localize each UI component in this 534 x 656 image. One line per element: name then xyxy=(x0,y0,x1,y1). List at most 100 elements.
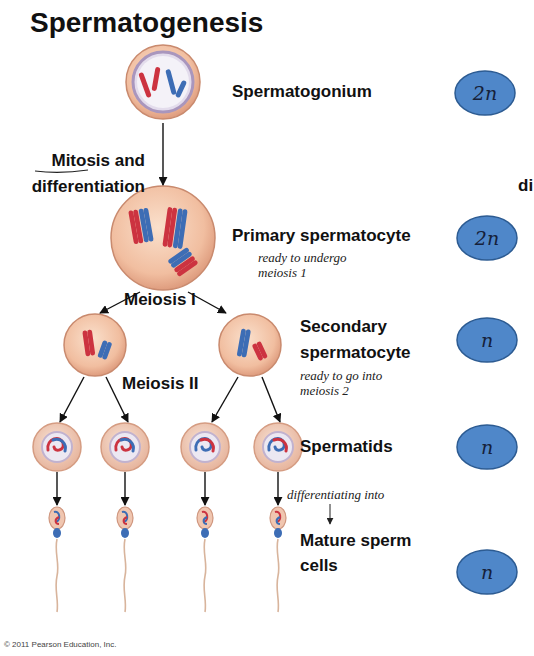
stage-label: Mature sperm cells xyxy=(300,528,430,578)
handwritten-note: differentiating into xyxy=(287,487,447,502)
diagram-title: Spermatogenesis xyxy=(30,6,263,40)
stage-label: Spermatogonium xyxy=(232,82,432,102)
secondary-spermatocyte-cell-part xyxy=(219,314,281,376)
spermatogonium-cell-part xyxy=(151,67,160,92)
primary-spermatocyte-cell xyxy=(111,186,215,290)
secondary-spermatocyte-cell-part xyxy=(82,329,95,356)
sperm-cell xyxy=(270,507,286,612)
spermatogonium-cell-part xyxy=(138,72,152,98)
copyright-notice: © 2011 Pearson Education, Inc. xyxy=(4,640,224,650)
secondary-spermatocyte-cell-part-part xyxy=(241,329,251,357)
sperm-cell-part xyxy=(201,528,209,538)
spermatogonium-cell xyxy=(126,45,200,119)
stage-label: Primary spermatocyte xyxy=(232,226,447,246)
handwritten-note: ready to go into meiosis 2 xyxy=(300,368,400,398)
cropped-text: di xyxy=(518,176,534,196)
spermatid-cell xyxy=(181,423,229,471)
primary-spermatocyte-cell-part xyxy=(111,186,215,290)
sperm-cell-part xyxy=(277,517,280,524)
stage-arrow xyxy=(163,123,164,185)
arrow-line xyxy=(262,377,280,422)
primary-spermatocyte-cell-part xyxy=(128,208,154,245)
secondary-spermatocyte-cell-part xyxy=(237,328,251,357)
secondary-spermatocyte-cell-part xyxy=(97,340,112,360)
spermatid-cell-part xyxy=(53,439,65,451)
spermatogonium-cell-part xyxy=(137,56,189,108)
secondary-spermatocyte-cell-part xyxy=(64,314,126,376)
ploidy-label: 2n xyxy=(456,215,518,261)
arrow-line xyxy=(162,123,163,185)
spermatid-cell-part xyxy=(274,439,286,451)
sperm-cell-part xyxy=(204,517,207,524)
sperm-cell-part xyxy=(49,507,65,529)
spermatid-cell-part xyxy=(121,439,133,451)
spermatid-cell-part xyxy=(42,432,72,462)
spermatid-cell xyxy=(254,423,302,471)
spermatid-cell xyxy=(101,423,149,471)
spermatogonium-cell-part xyxy=(165,69,177,95)
oval-shape xyxy=(457,216,517,260)
secondary-spermatocyte-cell-part-part xyxy=(256,341,268,359)
secondary-spermatocyte-cell xyxy=(64,314,126,376)
cell-stage: Mature sperm cells xyxy=(38,505,298,615)
primary-spermatocyte-cell-part xyxy=(167,247,198,277)
secondary-spermatocyte-cell-part xyxy=(252,341,268,361)
primary-spermatocyte-cell-part xyxy=(162,207,187,249)
oval-shape xyxy=(457,318,517,362)
stage-label: Spermatids xyxy=(300,437,450,457)
sperm-cell-part xyxy=(274,528,282,538)
handwritten-underline xyxy=(35,170,88,172)
spermatid-cell-part xyxy=(190,432,220,462)
ploidy-label: n xyxy=(456,424,518,470)
ploidy-label: n xyxy=(456,549,518,595)
sperm-cell xyxy=(49,507,65,612)
sperm-cell-part xyxy=(117,507,133,529)
secondary-spermatocyte-cell-part-part xyxy=(102,341,113,360)
sperm-cell-part xyxy=(270,507,286,529)
spermatid-cell-part xyxy=(254,423,302,471)
sperm-cell-part xyxy=(197,507,213,529)
sperm-cell-part xyxy=(53,528,61,538)
arrow-line xyxy=(212,377,238,422)
ploidy-oval: n xyxy=(456,424,518,470)
spermatid-cell-part xyxy=(110,432,140,462)
cell-stage: Primary spermatocyteready to undergo mei… xyxy=(109,185,217,292)
process-label: Mitosis and differentiation xyxy=(5,148,145,200)
ploidy-oval: 2n xyxy=(454,70,516,116)
handwritten-arrow xyxy=(330,504,331,524)
spermatid-cell-part xyxy=(33,423,81,471)
spermatid-cell-part xyxy=(101,423,149,471)
arrow-line xyxy=(124,472,125,505)
sperm-cell xyxy=(197,507,213,612)
spermatid-cell-part xyxy=(263,432,293,462)
sperm-cell-part xyxy=(121,528,129,538)
stage-arrow xyxy=(57,472,278,505)
secondary-spermatocyte-cell xyxy=(219,314,281,376)
sperm-cell-part xyxy=(204,539,206,612)
cell-stage: Secondary spermatocyteready to go into m… xyxy=(62,313,284,377)
arrow-line xyxy=(204,472,205,505)
sperm-cell-part xyxy=(56,539,58,612)
ploidy-label: n xyxy=(456,317,518,363)
ploidy-label: 2n xyxy=(454,70,516,116)
ploidy-oval: n xyxy=(456,549,518,595)
oval-shape xyxy=(457,550,517,594)
cell-stage: Spermatids xyxy=(32,422,304,472)
spermatogonium-cell-part xyxy=(133,52,193,112)
sperm-cell-part xyxy=(124,539,126,612)
arrow-line xyxy=(56,472,57,505)
process-label: Meiosis I xyxy=(124,290,224,310)
spermatid-cell xyxy=(33,423,81,471)
spermatid-cell-part xyxy=(181,423,229,471)
ploidy-oval: n xyxy=(456,317,518,363)
spermatogonium-cell-part xyxy=(126,45,200,119)
ploidy-oval: 2n xyxy=(456,215,518,261)
sperm-cell-part xyxy=(277,539,279,612)
spermatid-cell-part xyxy=(201,439,213,451)
process-label: Meiosis II xyxy=(122,374,222,394)
sperm-cell-part xyxy=(124,517,127,524)
primary-spermatocyte-cell-part-part xyxy=(143,208,154,242)
cell-stage: Spermatogonium xyxy=(124,43,202,123)
primary-spermatocyte-cell-part-part xyxy=(176,259,198,277)
